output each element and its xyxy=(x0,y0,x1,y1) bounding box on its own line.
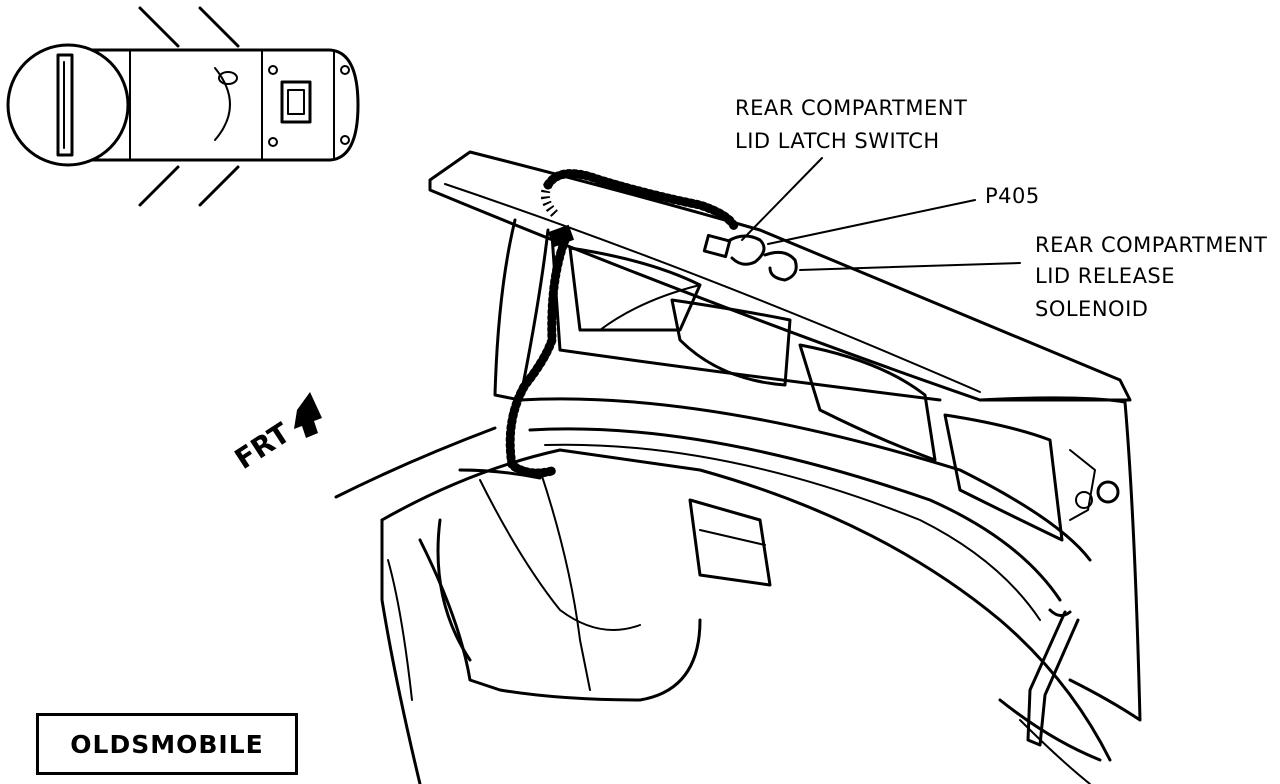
latch-switch-label-line2: LID LATCH SWITCH xyxy=(735,129,940,153)
solenoid-label-line1: REAR COMPARTMENT xyxy=(1035,233,1267,257)
brand-label: OLDSMOBILE xyxy=(70,729,264,759)
brand-box: OLDSMOBILE xyxy=(36,713,298,775)
leader-p405 xyxy=(767,199,976,245)
leader-solenoid xyxy=(799,262,1021,271)
latch-switch-label-line1: REAR COMPARTMENT xyxy=(735,96,967,120)
trunk-lid xyxy=(428,150,1142,747)
front-arrow-icon: FRT xyxy=(229,392,322,476)
wiring-harness xyxy=(505,169,740,478)
vehicle-body xyxy=(334,426,1112,784)
solenoid-label-line3: SOLENOID xyxy=(1035,297,1148,321)
leader-latch-switch xyxy=(741,157,823,241)
vehicle-top-view-icon xyxy=(6,6,360,207)
solenoid-label-line2: LID RELEASE xyxy=(1035,264,1175,288)
front-label: FRT xyxy=(229,416,296,476)
connector-label: P405 xyxy=(985,184,1040,208)
